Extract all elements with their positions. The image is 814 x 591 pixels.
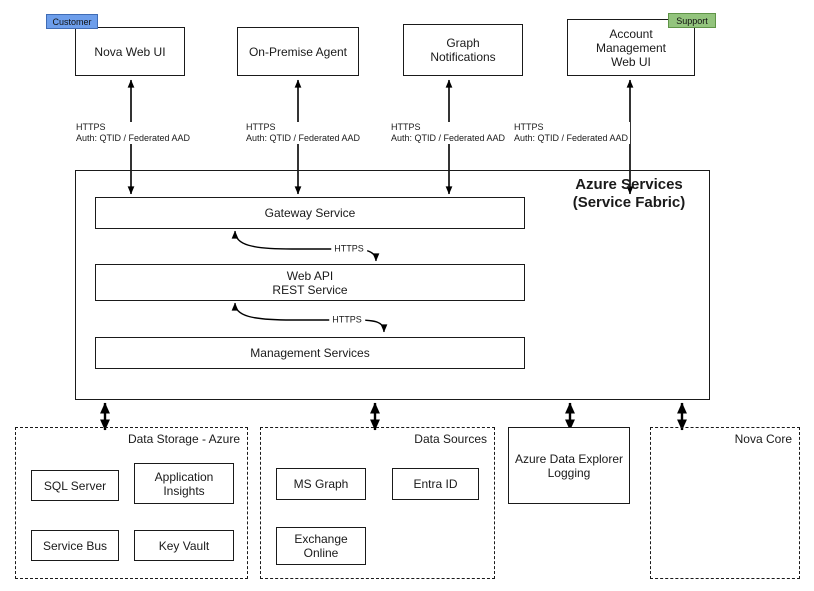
node-application-insights: Application Insights xyxy=(134,463,234,504)
node-azure-data-explorer-logging: Azure Data Explorer Logging xyxy=(508,427,630,504)
node-on-premise-agent: On-Premise Agent xyxy=(237,27,359,76)
container-azure-services xyxy=(75,170,710,400)
node-graph-notifications: Graph Notifications xyxy=(403,24,523,76)
edge-label-https-auth-2: HTTPS Auth: QTID / Federated AAD xyxy=(244,122,363,144)
container-nova-core: Nova Core xyxy=(650,427,800,579)
edge-webapi-to-management xyxy=(231,302,388,333)
container-data-storage-azure: Data Storage - Azure SQL Server Applicat… xyxy=(15,427,248,579)
edge-label-https-auth-3: HTTPS Auth: QTID / Federated AAD xyxy=(389,122,508,144)
edge-gateway-to-webapi xyxy=(231,230,380,262)
node-ms-graph: MS Graph xyxy=(276,468,366,500)
azure-services-title: Azure Services (Service Fabric) xyxy=(572,176,686,211)
container-data-sources: Data Sources MS Graph Entra ID Exchange … xyxy=(260,427,495,579)
node-sql-server: SQL Server xyxy=(31,470,119,501)
node-service-bus: Service Bus xyxy=(31,530,119,561)
node-nova-web-ui: Nova Web UI xyxy=(75,27,185,76)
node-gateway-service: Gateway Service xyxy=(95,197,525,229)
edge-label-https-auth-1: HTTPS Auth: QTID / Federated AAD xyxy=(74,122,193,144)
tag-customer: Customer xyxy=(46,14,98,29)
node-exchange-online: Exchange Online xyxy=(276,527,366,565)
tag-support: Support xyxy=(668,13,716,28)
node-account-management-web-ui: Account Management Web UI xyxy=(567,19,695,76)
edge-label-https-auth-4: HTTPS Auth: QTID / Federated AAD xyxy=(512,122,631,144)
edge-label-internal-https-1: HTTPS xyxy=(331,243,367,255)
node-entra-id: Entra ID xyxy=(392,468,479,500)
data-sources-title: Data Sources xyxy=(414,432,487,446)
edge-label-internal-https-2: HTTPS xyxy=(329,314,365,326)
node-web-api-rest-service: Web API REST Service xyxy=(95,264,525,301)
node-management-services: Management Services xyxy=(95,337,525,369)
node-key-vault: Key Vault xyxy=(134,530,234,561)
data-storage-title: Data Storage - Azure xyxy=(127,432,240,446)
nova-core-title: Nova Core xyxy=(734,432,792,446)
